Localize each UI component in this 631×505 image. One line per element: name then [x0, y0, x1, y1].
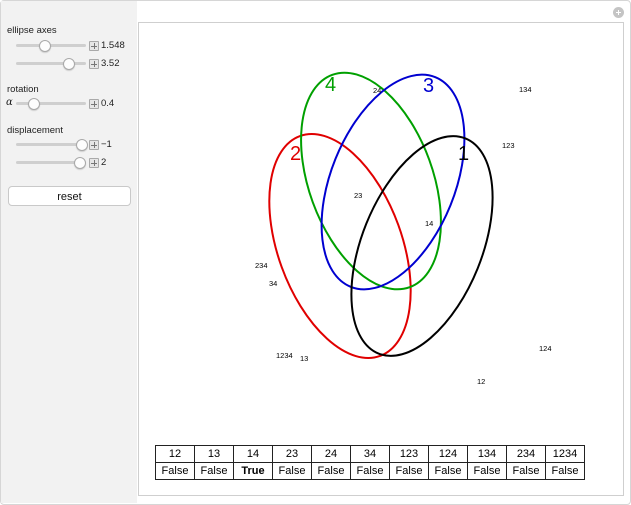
table-header-cell: 13 — [194, 445, 234, 463]
table-value-cell: True — [233, 462, 273, 480]
region-label-234: 234 — [255, 261, 268, 270]
table-value-cell: False — [389, 462, 429, 480]
disp2-value: 2 — [101, 157, 107, 168]
table-header-cell: 1234 — [545, 445, 585, 463]
intersection-table: 12 13 14 23 24 34 123 124 134 234 1234 F… — [155, 445, 585, 480]
table-header-cell: 12 — [155, 445, 195, 463]
region-label-24: 24 — [373, 86, 381, 95]
disp2-slider-thumb[interactable] — [74, 157, 86, 169]
table-value-cell: False — [467, 462, 507, 480]
table-value-row: False False True False False False False… — [155, 462, 585, 480]
displacement-label: displacement — [7, 125, 63, 136]
region-label-12: 12 — [477, 377, 485, 386]
table-header-cell: 123 — [389, 445, 429, 463]
disp2-slider[interactable] — [16, 161, 86, 164]
alpha-symbol: α — [6, 97, 13, 108]
reset-button[interactable]: reset — [8, 186, 131, 206]
table-header-cell: 24 — [311, 445, 351, 463]
table-value-cell: False — [155, 462, 195, 480]
table-value-cell: False — [350, 462, 390, 480]
region-label-1234: 1234 — [276, 351, 293, 360]
rotation-slider-thumb[interactable] — [28, 98, 40, 110]
ellipse-label-2: 2 — [290, 143, 301, 165]
ellipse-3 — [320, 73, 466, 291]
table-header-cell: 34 — [350, 445, 390, 463]
table-value-cell: False — [272, 462, 312, 480]
region-label-123: 123 — [502, 141, 515, 150]
axis2-slider[interactable] — [16, 62, 86, 65]
disp1-slider-thumb[interactable] — [76, 139, 88, 151]
table-header-cell: 134 — [467, 445, 507, 463]
rotation-expand-icon[interactable] — [89, 99, 99, 109]
ellipse-4 — [300, 71, 442, 291]
controls-panel: ellipse axes 1.548 3.52 rotation α 0.4 d… — [1, 1, 137, 503]
ellipse-axes-label: ellipse axes — [7, 25, 57, 36]
ellipse-2 — [268, 133, 412, 359]
rotation-slider[interactable] — [16, 102, 86, 105]
table-header-cell: 234 — [506, 445, 546, 463]
region-label-134: 134 — [519, 85, 532, 94]
table-header-cell: 124 — [428, 445, 468, 463]
rotation-value: 0.4 — [101, 98, 115, 109]
disp1-expand-icon[interactable] — [89, 140, 99, 150]
table-value-cell: False — [194, 462, 234, 480]
region-label-14: 14 — [425, 219, 433, 228]
axis2-value: 3.52 — [101, 58, 120, 69]
region-label-34: 34 — [269, 279, 277, 288]
ellipse-1 — [350, 135, 494, 357]
table-value-cell: False — [506, 462, 546, 480]
table-header-row: 12 13 14 23 24 34 123 124 134 234 1234 — [155, 445, 585, 463]
axis1-slider[interactable] — [16, 44, 86, 47]
table-value-cell: False — [545, 462, 585, 480]
axis1-expand-icon[interactable] — [89, 41, 99, 51]
disp1-slider[interactable] — [16, 143, 86, 146]
region-label-23: 23 — [354, 191, 362, 200]
options-plus-icon[interactable] — [613, 7, 624, 18]
ellipse-label-3: 3 — [423, 75, 434, 97]
ellipse-label-4: 4 — [325, 74, 336, 96]
table-value-cell: False — [311, 462, 351, 480]
ellipse-label-1: 1 — [458, 143, 469, 165]
axis2-slider-thumb[interactable] — [63, 58, 75, 70]
axis1-value: 1.548 — [101, 40, 125, 51]
plot-area — [138, 22, 624, 496]
disp2-expand-icon[interactable] — [89, 158, 99, 168]
axis2-expand-icon[interactable] — [89, 59, 99, 69]
table-value-cell: False — [428, 462, 468, 480]
disp1-value: −1 — [101, 139, 112, 150]
axis1-slider-thumb[interactable] — [39, 40, 51, 52]
rotation-label: rotation — [7, 84, 39, 95]
table-header-cell: 14 — [233, 445, 273, 463]
table-header-cell: 23 — [272, 445, 312, 463]
region-label-13: 13 — [300, 354, 308, 363]
region-label-124: 124 — [539, 344, 552, 353]
